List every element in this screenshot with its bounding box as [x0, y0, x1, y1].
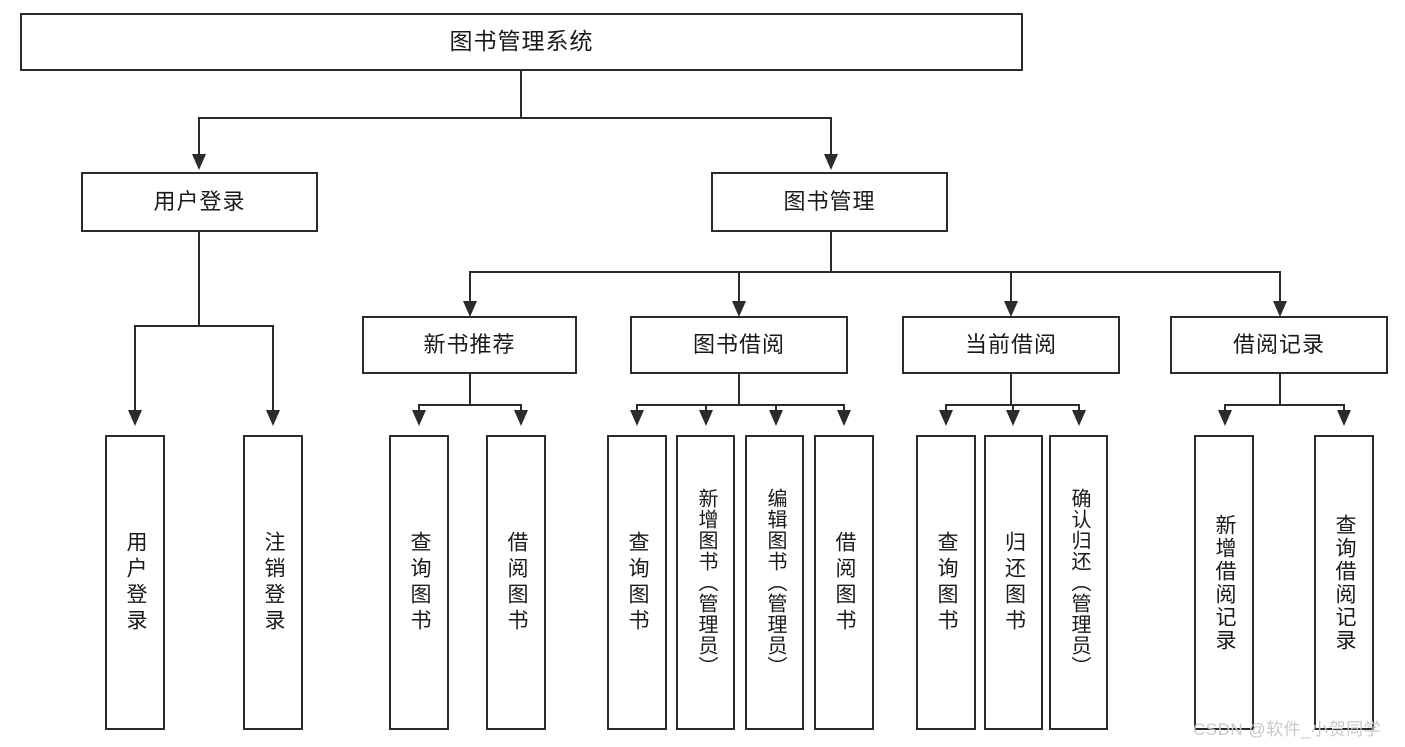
node-label: 注销登录 [262, 530, 286, 635]
edge-record-bus [1224, 404, 1344, 406]
arrow-icon-bookmgmt-record [1273, 301, 1287, 317]
node-new-book-recommend[interactable]: 新书推荐 [362, 316, 577, 374]
leaf-query-book-borrow[interactable]: 查询图书 [607, 435, 667, 730]
arrow-icon-current-l1 [939, 410, 953, 426]
node-label: 借阅图书 [833, 530, 857, 635]
edge-root-bus [198, 117, 832, 119]
edge-record-stem [1279, 374, 1281, 405]
leaf-user-login[interactable]: 用户登录 [105, 435, 165, 730]
watermark-text: CSDN @软件_小贺同学 [1193, 720, 1382, 739]
arrow-icon-bookmgmt-borrow [732, 301, 746, 317]
leaf-add-book-admin[interactable]: 新增图书（管理员） [676, 435, 735, 730]
node-label: 新增图书（管理员） [695, 488, 717, 677]
edge-new-bus [418, 404, 522, 406]
arrow-icon-login-leaf2 [266, 410, 280, 426]
edge-borrow-to-l3 [775, 404, 777, 412]
node-label: 当前借阅 [964, 331, 1057, 357]
edge-login-to-leaf2 [272, 325, 274, 412]
arrow-icon-current-l2 [1006, 410, 1020, 426]
edge-new-to-l2 [520, 404, 522, 412]
edge-bookmgmt-to-new [469, 271, 471, 303]
edge-login-stem [198, 232, 200, 326]
node-label: 用户登录 [153, 188, 246, 214]
node-label: 新书推荐 [423, 331, 516, 357]
arrow-icon-root-to-bookmgmt [824, 154, 838, 170]
edge-bookmgmt-to-borrow [738, 271, 740, 303]
node-label: 归还图书 [1002, 530, 1026, 635]
node-label: 查询图书 [935, 530, 959, 635]
node-label: 图书借阅 [692, 331, 785, 357]
arrow-icon-bookmgmt-new [463, 301, 477, 317]
edge-current-to-l1 [945, 404, 947, 412]
arrow-icon-new-l1 [412, 410, 426, 426]
node-current-borrow[interactable]: 当前借阅 [902, 316, 1120, 374]
edge-bookmgmt-to-record [1279, 271, 1281, 303]
node-label: 查询借阅记录 [1333, 513, 1357, 652]
leaf-borrow-book[interactable]: 借阅图书 [814, 435, 874, 730]
node-label: 确认归还（管理员） [1068, 488, 1090, 677]
arrow-icon-new-l2 [514, 410, 528, 426]
node-label: 图书管理 [783, 188, 876, 214]
leaf-return-book[interactable]: 归还图书 [984, 435, 1043, 730]
edge-login-to-leaf1 [134, 325, 136, 412]
edge-bookmgmt-bus [469, 271, 1281, 273]
node-label: 借阅图书 [505, 530, 529, 635]
node-label: 新增借阅记录 [1213, 513, 1237, 652]
leaf-query-book-current[interactable]: 查询图书 [916, 435, 976, 730]
leaf-logout[interactable]: 注销登录 [243, 435, 303, 730]
node-book-borrow[interactable]: 图书借阅 [630, 316, 848, 374]
edge-current-to-l2 [1012, 404, 1014, 412]
edge-root-to-login [198, 117, 200, 156]
edge-root-stem [520, 71, 522, 118]
leaf-add-borrow-record[interactable]: 新增借阅记录 [1194, 435, 1254, 730]
edge-record-to-l2 [1343, 404, 1345, 412]
arrow-icon-record-l2 [1337, 410, 1351, 426]
arrow-icon-borrow-l3 [769, 410, 783, 426]
edge-record-to-l1 [1224, 404, 1226, 412]
edge-current-stem [1010, 374, 1012, 405]
edge-borrow-to-l1 [636, 404, 638, 412]
edge-current-to-l3 [1078, 404, 1080, 412]
edge-bookmgmt-to-current [1010, 271, 1012, 303]
arrow-icon-login-leaf1 [128, 410, 142, 426]
edge-borrow-bus [636, 404, 844, 406]
arrow-icon-current-l3 [1072, 410, 1086, 426]
edge-borrow-to-l2 [705, 404, 707, 412]
leaf-query-borrow-record[interactable]: 查询借阅记录 [1314, 435, 1374, 730]
edge-new-to-l1 [418, 404, 420, 412]
edge-new-stem [469, 374, 471, 405]
leaf-edit-book-admin[interactable]: 编辑图书（管理员） [745, 435, 804, 730]
arrow-icon-borrow-l2 [699, 410, 713, 426]
edge-borrow-stem [738, 374, 740, 405]
node-root[interactable]: 图书管理系统 [20, 13, 1023, 71]
leaf-confirm-return-admin[interactable]: 确认归还（管理员） [1049, 435, 1108, 730]
edge-root-to-bookmgmt [830, 117, 832, 156]
node-borrow-record[interactable]: 借阅记录 [1170, 316, 1388, 374]
node-label: 图书管理系统 [449, 28, 594, 55]
node-label: 编辑图书（管理员） [764, 488, 786, 677]
arrow-icon-borrow-l4 [837, 410, 851, 426]
arrow-icon-bookmgmt-current [1004, 301, 1018, 317]
arrow-icon-borrow-l1 [630, 410, 644, 426]
node-label: 用户登录 [124, 530, 148, 635]
node-user-login[interactable]: 用户登录 [81, 172, 318, 232]
node-book-management[interactable]: 图书管理 [711, 172, 948, 232]
node-label: 查询图书 [626, 530, 650, 635]
node-label: 借阅记录 [1232, 331, 1325, 357]
arrow-icon-root-to-login [192, 154, 206, 170]
arrow-icon-record-l1 [1218, 410, 1232, 426]
edge-bookmgmt-stem [830, 232, 832, 272]
node-label: 查询图书 [408, 530, 432, 635]
edge-login-bus [134, 325, 274, 327]
edge-borrow-to-l4 [843, 404, 845, 412]
leaf-borrow-book-new[interactable]: 借阅图书 [486, 435, 546, 730]
leaf-query-book-new[interactable]: 查询图书 [389, 435, 449, 730]
